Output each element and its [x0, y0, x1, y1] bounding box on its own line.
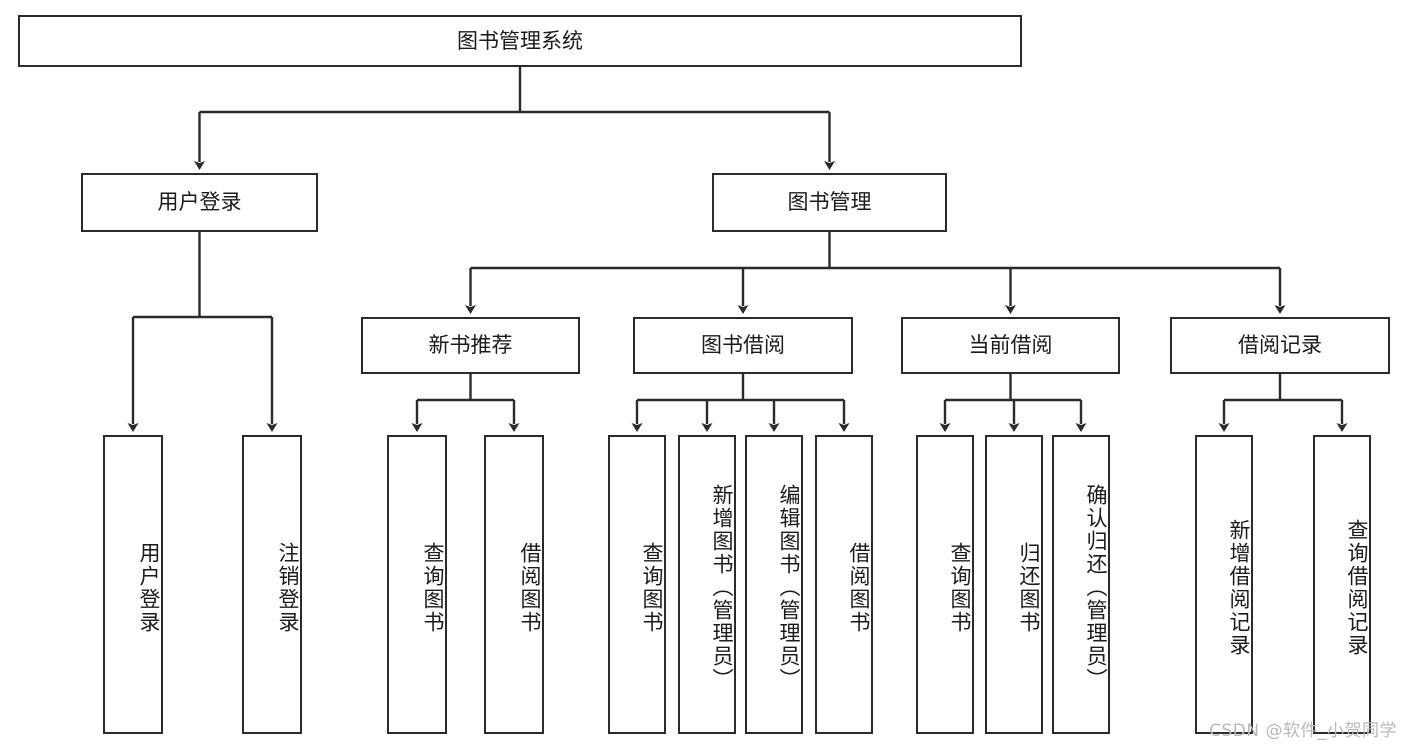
node-leaf3[interactable]: 查询图书 — [387, 435, 447, 734]
node-label: 用户登录 — [137, 541, 161, 634]
node-login[interactable]: 用户登录 — [81, 173, 318, 232]
node-label: 新书推荐 — [428, 333, 513, 358]
node-leaf10[interactable]: 归还图书 — [985, 435, 1043, 734]
node-label: 图书管理系统 — [457, 28, 583, 53]
node-label: 图书管理 — [787, 190, 872, 215]
node-leaf13[interactable]: 查询借阅记录 — [1313, 435, 1371, 734]
node-records[interactable]: 借阅记录 — [1170, 317, 1390, 374]
node-label: 确认归还（管理员） — [1084, 484, 1108, 691]
node-leaf9[interactable]: 查询图书 — [916, 435, 974, 734]
csdn-watermark: CSDN @软件_小贺同学 — [1209, 721, 1397, 741]
node-leaf7[interactable]: 编辑图书（管理员） — [745, 435, 803, 734]
node-label: 用户登录 — [157, 190, 242, 215]
node-label: 查询图书 — [421, 541, 445, 634]
node-label: 查询借阅记录 — [1345, 518, 1369, 657]
node-label: 图书借阅 — [701, 333, 785, 358]
node-borrow[interactable]: 图书借阅 — [633, 317, 853, 374]
node-current[interactable]: 当前借阅 — [901, 317, 1120, 374]
node-label: 新增借阅记录 — [1227, 518, 1251, 657]
node-leaf4[interactable]: 借阅图书 — [484, 435, 544, 734]
node-label: 借阅记录 — [1238, 333, 1322, 358]
node-leaf6[interactable]: 新增图书（管理员） — [678, 435, 736, 734]
node-leaf8[interactable]: 借阅图书 — [815, 435, 873, 734]
node-label: 查询图书 — [640, 541, 664, 634]
node-root[interactable]: 图书管理系统 — [18, 15, 1022, 67]
node-label: 当前借阅 — [968, 333, 1053, 358]
node-bookmgmt[interactable]: 图书管理 — [712, 173, 947, 232]
node-label: 新增图书（管理员） — [710, 484, 734, 691]
node-leaf11[interactable]: 确认归还（管理员） — [1052, 435, 1110, 734]
node-leaf5[interactable]: 查询图书 — [608, 435, 666, 734]
node-leaf1[interactable]: 用户登录 — [103, 435, 163, 734]
node-label: 归还图书 — [1017, 541, 1041, 634]
node-leaf12[interactable]: 新增借阅记录 — [1195, 435, 1253, 734]
node-newbook[interactable]: 新书推荐 — [361, 317, 580, 374]
node-label: 借阅图书 — [847, 541, 871, 634]
node-label: 编辑图书（管理员） — [777, 484, 801, 691]
node-label: 借阅图书 — [518, 541, 542, 634]
node-label: 查询图书 — [948, 541, 972, 634]
node-leaf2[interactable]: 注销登录 — [242, 435, 302, 734]
node-label: 注销登录 — [276, 541, 300, 634]
